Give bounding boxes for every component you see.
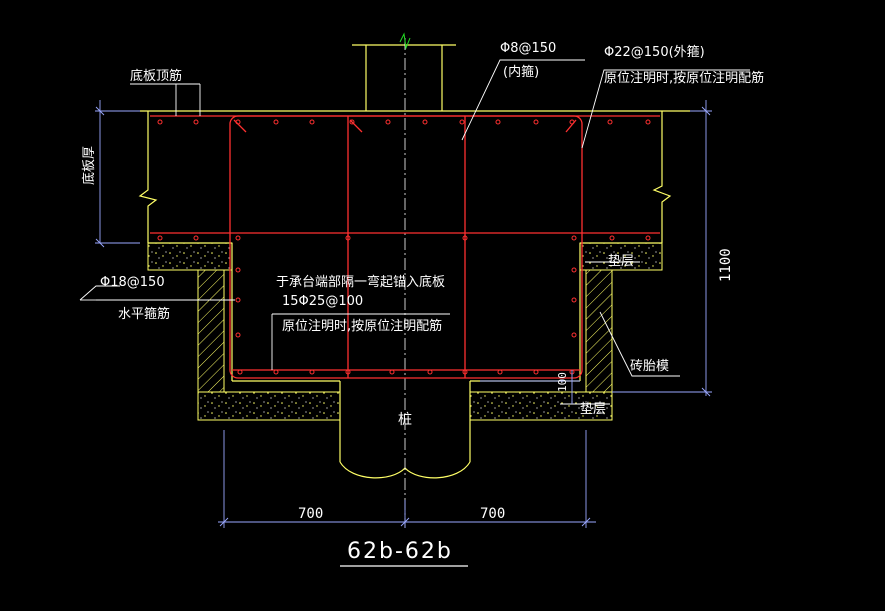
label-brick-mold: 砖胎模 [630,359,669,374]
label-top-rebar: 底板顶筋 [130,68,182,84]
cushion-right [579,242,663,271]
label-horizontal-stirrup: 水平箍筋 [118,306,170,322]
leader-lines [79,59,750,405]
label-outer-stirrup-spec: Φ22@150(外箍) [604,44,705,60]
rebar-cage [150,115,660,379]
section-title: 62b-62b [347,539,453,564]
label-bottom-spec: 15Φ25@100 [282,294,363,309]
brick-mold-left [197,269,225,393]
dimension-lines [95,100,712,528]
label-anchor-note: 于承台端部隔一弯起锚入底板 [276,274,445,290]
column-break-mark [399,32,411,50]
dim-height: 1100 [718,248,734,282]
label-pile: 桩 [398,411,412,428]
dim-small: 100 [556,372,569,392]
dim-left: 700 [298,506,323,522]
label-bottom-note: 原位注明时,按原位注明配筋 [282,318,442,334]
label-outer-note: 原位注明时,按原位注明配筋 [604,70,764,86]
brick-mold-right [585,269,613,393]
label-cushion-bottom: 垫层 [580,401,606,417]
label-horizontal-spec: Φ18@150 [100,275,165,290]
label-slab-thickness: 底板厚 [81,146,97,185]
cushion-left [147,242,233,271]
rebar-dots [157,119,651,375]
label-cushion-right: 垫层 [608,253,634,269]
label-inner-stirrup: (内箍) [503,64,539,80]
label-inner-stirrup-spec: Φ8@150 [500,41,556,56]
dim-right: 700 [480,506,505,522]
